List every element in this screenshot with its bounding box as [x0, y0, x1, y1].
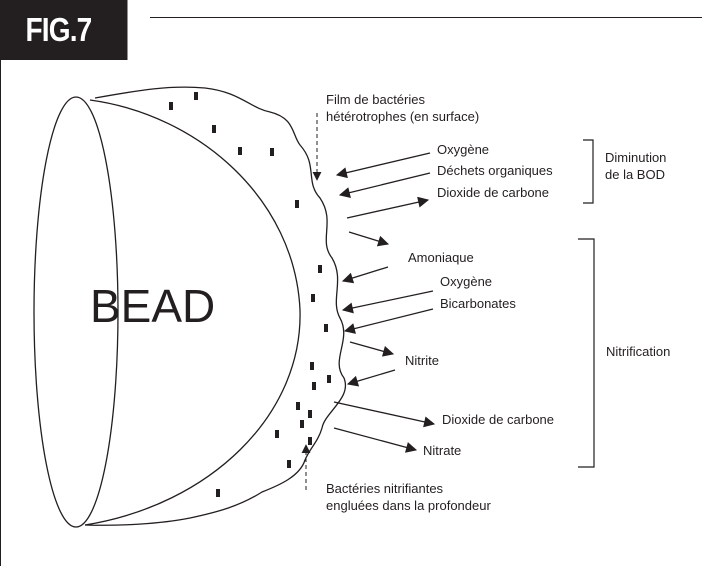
biofilm-outline [84, 86, 347, 526]
arrow-oxygen-2-in [341, 290, 434, 314]
bacterium-mark [270, 148, 274, 156]
compound-bicarbonates: Bicarbonates [440, 296, 516, 311]
compound-ammonia: Amoniaque [408, 250, 474, 265]
bacterium-mark [324, 324, 328, 332]
bacterium-mark [312, 382, 316, 390]
arrow-co2-out [346, 196, 430, 219]
bacterium-mark [287, 460, 291, 468]
compound-oxygen-2: Oxygène [440, 274, 492, 289]
bacterium-mark [194, 92, 198, 100]
surface-film-label-line2: hétérotrophes (en surface) [326, 109, 479, 124]
arrow-nitrate-out [333, 427, 418, 453]
bacterium-mark [212, 125, 216, 133]
compound-oxygen-1: Oxygène [437, 142, 489, 157]
compound-co2-2: Dioxide de carbone [442, 412, 554, 427]
compound-co2-1: Dioxide de carbone [437, 185, 549, 200]
bacterium-mark [275, 430, 279, 438]
bacterium-mark [300, 420, 304, 428]
arrow-nitrite-in [346, 369, 396, 387]
bacterium-mark [308, 410, 312, 418]
flux-arrows [333, 152, 436, 453]
bacterium-mark [327, 375, 331, 383]
deep-bacteria-label-line2: engluées dans la profondeur [326, 498, 491, 513]
arrow-ammonia-in [341, 266, 389, 284]
deep-bacteria-label-line1: Bactéries nitrifiantes [326, 481, 444, 496]
compound-organic-waste: Déchets organiques [437, 163, 553, 178]
arrow-co2-2-out [333, 401, 436, 428]
bacterium-mark [238, 147, 242, 155]
surface-film-label-line1: Film de bactéries [326, 92, 425, 107]
arrow-nitrite-out [349, 341, 395, 357]
bead-face-ellipse [33, 96, 119, 528]
bacterium-mark [296, 402, 300, 410]
arrow-organic-waste-in [338, 172, 431, 198]
bacterium-mark [295, 200, 299, 208]
arrow-ammonia-out [348, 231, 390, 247]
compound-nitrate: Nitrate [423, 443, 461, 458]
compound-nitrite: Nitrite [405, 353, 439, 368]
frame-top-rule [150, 17, 702, 18]
group-nitrification: Nitrification [606, 344, 670, 359]
figure-number-tab: FIG.7 [0, 0, 128, 60]
bacterium-mark [318, 265, 322, 273]
group-bod-line1: Diminution [605, 150, 666, 165]
arrow-bicarbonates-in [343, 308, 434, 334]
bacterium-mark [216, 489, 220, 497]
bead-hemisphere-outline [84, 99, 301, 526]
frame-left-rule [0, 60, 1, 566]
bead-label: BEAD [90, 280, 215, 332]
bod-bracket [583, 139, 594, 204]
arrow-oxygen-in [335, 152, 431, 179]
nitrification-bracket [578, 238, 595, 468]
group-bod-line2: de la BOD [605, 167, 665, 182]
bacteria-marks [169, 92, 331, 497]
bacterium-mark [310, 362, 314, 370]
bacterium-mark [308, 437, 312, 445]
bacterium-mark [311, 294, 315, 302]
bacterium-mark [169, 102, 173, 110]
